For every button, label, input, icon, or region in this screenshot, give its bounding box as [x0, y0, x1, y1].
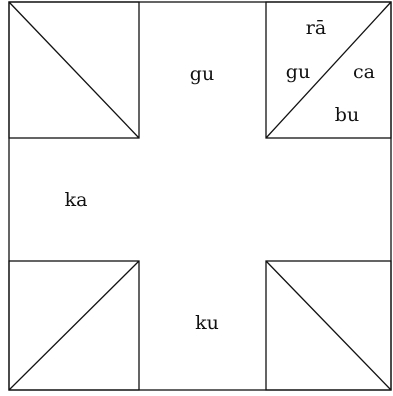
label-top-right-top: rā	[306, 17, 326, 39]
label-top-right-right: ca	[353, 61, 375, 83]
outer-square	[8, 1, 392, 391]
diagonal-bottom-right	[265, 260, 392, 391]
box-top-left	[8, 1, 140, 139]
label-top-right-bottom: bu	[335, 104, 359, 126]
diagonal-top-right	[265, 1, 392, 139]
label-top-center: gu	[190, 63, 214, 85]
diagonal-top-left	[8, 1, 140, 139]
label-middle-left: ka	[65, 189, 88, 211]
box-bottom-left	[8, 260, 140, 391]
box-top-right	[265, 1, 392, 139]
box-bottom-right	[265, 260, 392, 391]
diagonal-bottom-left	[8, 260, 140, 391]
label-bottom-center: ku	[195, 312, 219, 334]
label-top-right-left: gu	[286, 61, 310, 83]
